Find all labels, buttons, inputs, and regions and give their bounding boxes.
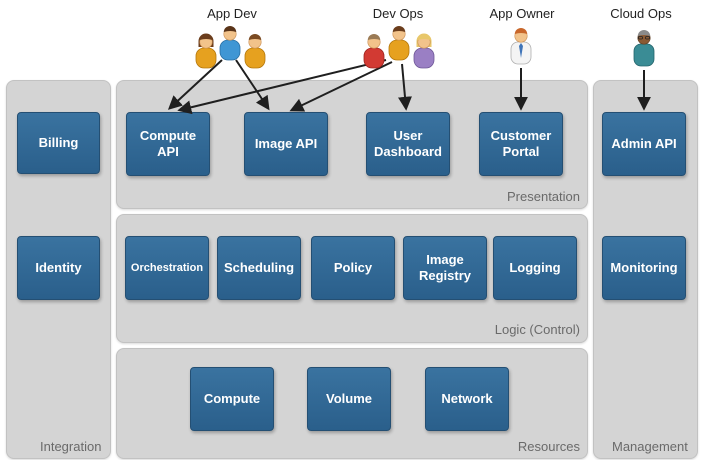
logic-label: Logic (Control) [494, 322, 580, 337]
volume-box[interactable]: Volume [307, 367, 391, 431]
scheduling-box[interactable]: Scheduling [217, 236, 301, 300]
dev-ops-person-2-icon [388, 26, 410, 61]
actor-label-app-dev: App Dev [207, 6, 257, 21]
app-dev-person-3-icon [244, 34, 266, 69]
logging-box[interactable]: Logging [493, 236, 577, 300]
image-registry-box[interactable]: Image Registry [403, 236, 487, 300]
admin-api-box[interactable]: Admin API [602, 112, 686, 176]
app-dev-person-2-icon [219, 26, 241, 61]
actor-label-cloud-ops: Cloud Ops [610, 6, 672, 21]
orchestration-box[interactable]: Orchestration [125, 236, 209, 300]
arrow-app-dev-image-api [235, 59, 270, 111]
customer-portal-box[interactable]: Customer Portal [479, 112, 563, 176]
presentation-label: Presentation [507, 189, 580, 204]
compute-box[interactable]: Compute [190, 367, 274, 431]
dev-ops-person-3-icon [413, 33, 435, 69]
arrow-app-dev-compute-api [167, 59, 223, 110]
actor-label-dev-ops: Dev Ops [372, 6, 424, 21]
resources-label: Resources [517, 439, 580, 454]
dev-ops-person-1-icon [363, 34, 385, 69]
arrow-dev-ops-compute-api [177, 59, 387, 115]
cloud-ops-person-icon [633, 30, 655, 67]
identity-box[interactable]: Identity [17, 236, 100, 300]
management-label: Management [612, 439, 688, 454]
image-api-box[interactable]: Image API [244, 112, 328, 176]
compute-api-box[interactable]: Compute API [126, 112, 210, 176]
network-box[interactable]: Network [425, 367, 509, 431]
arrow-dev-ops-image-api [289, 61, 393, 112]
actor-label-app-owner: App Owner [489, 6, 555, 21]
billing-box[interactable]: Billing [17, 112, 100, 174]
monitoring-box[interactable]: Monitoring [602, 236, 686, 300]
arrow-dev-ops-user-dashboard [398, 63, 412, 111]
policy-box[interactable]: Policy [311, 236, 395, 300]
app-owner-person-icon [510, 28, 532, 65]
integration-label: Integration [40, 439, 102, 454]
app-dev-person-1-icon [195, 33, 217, 69]
user-dashboard-box[interactable]: User Dashboard [366, 112, 450, 176]
